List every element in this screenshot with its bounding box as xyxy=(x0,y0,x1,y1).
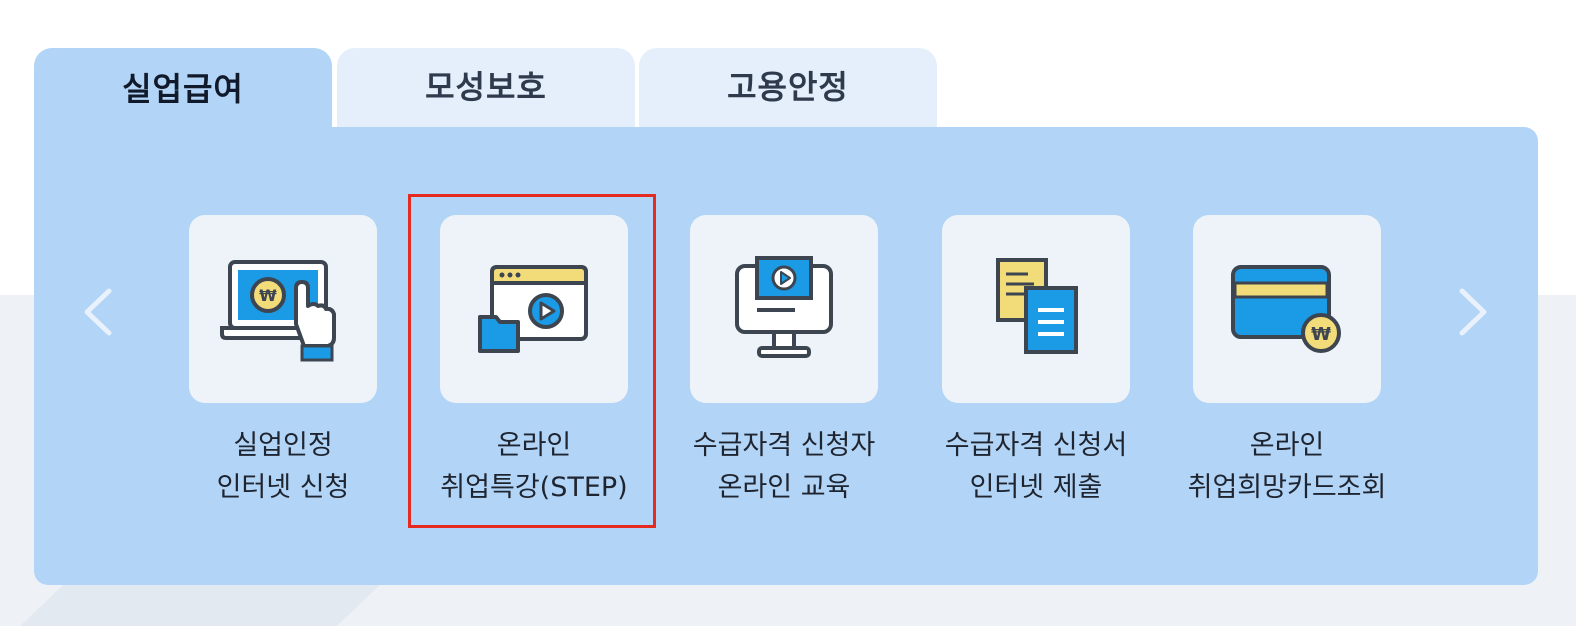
svg-text:₩: ₩ xyxy=(1311,324,1331,345)
icon-box: ₩ xyxy=(1193,215,1381,403)
background-decoration xyxy=(20,585,380,626)
chevron-left-icon xyxy=(84,288,112,336)
svg-text:₩: ₩ xyxy=(259,286,277,305)
prev-arrow-button[interactable] xyxy=(78,285,118,339)
service-item-job-hope-card[interactable]: ₩ 온라인 취업희망카드조회 xyxy=(1162,215,1412,535)
icon-box: ₩ xyxy=(189,215,377,403)
icon-box xyxy=(690,215,878,403)
tab-label: 고용안정 xyxy=(727,68,849,106)
tab-unemployment-benefit[interactable]: 실업급여 xyxy=(34,48,332,132)
tab-employment-stability[interactable]: 고용안정 xyxy=(639,48,937,128)
card-won-icon: ₩ xyxy=(1231,265,1341,353)
next-arrow-button[interactable] xyxy=(1453,285,1493,339)
browser-video-folder-icon xyxy=(478,265,588,353)
tab-label: 모성보호 xyxy=(425,68,547,106)
item-label: 수급자격 신청자 온라인 교육 xyxy=(692,430,876,503)
item-label: 온라인 취업특강(STEP) xyxy=(440,430,628,503)
service-item-online-step-lecture[interactable]: 온라인 취업특강(STEP) xyxy=(409,215,659,535)
service-item-online-education[interactable]: 수급자격 신청자 온라인 교육 xyxy=(659,215,909,535)
tab-label: 실업급여 xyxy=(122,70,244,108)
service-item-unemployment-recognition[interactable]: ₩ 실업인정 인터넷 신청 xyxy=(158,215,408,535)
tab-maternity-protection[interactable]: 모성보호 xyxy=(337,48,635,128)
documents-icon xyxy=(996,258,1078,354)
monitor-video-icon xyxy=(735,256,833,358)
laptop-touch-won-icon: ₩ xyxy=(220,260,336,362)
icon-box xyxy=(440,215,628,403)
service-item-application-submission[interactable]: 수급자격 신청서 인터넷 제출 xyxy=(911,215,1161,535)
item-label: 온라인 취업희망카드조회 xyxy=(1187,430,1387,503)
chevron-right-icon xyxy=(1459,288,1487,336)
item-label: 수급자격 신청서 인터넷 제출 xyxy=(944,430,1128,503)
icon-box xyxy=(942,215,1130,403)
item-label: 실업인정 인터넷 신청 xyxy=(216,430,350,503)
